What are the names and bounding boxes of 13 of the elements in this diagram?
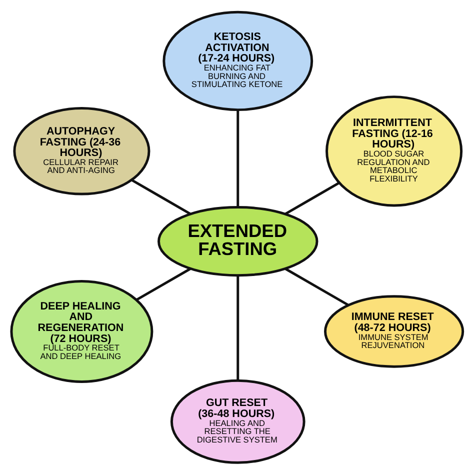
- connector: [284, 267, 349, 306]
- node-ellipse: KETOSIS ACTIVATION (17-24 HOURS) ENHANCING FAT BURNING AND STIMULATING KETONE: [162, 10, 314, 111]
- node-ellipse: EXTENDED FASTING: [158, 206, 318, 276]
- node-ellipse: DEEP HEALING AND REGENERATION (72 HOURS) FULL-BODY RESET AND DEEP HEALING: [10, 279, 154, 382]
- connector: [236, 274, 240, 380]
- node-ellipse: IMMUNE RESET (48-72 HOURS) IMMUNE SYSTEM REJUVENATION: [324, 294, 464, 368]
- node-ellipse: AUTOPHAGY FASTING (24-36 HOURS) CELLULAR REPAIR AND ANTI-AGING: [13, 106, 150, 195]
- connector: [136, 267, 192, 300]
- node-ellipse: GUT RESET (36-48 HOURS) HEALING AND RESETTING THE DIGESTIVE SYSTEM: [170, 378, 306, 464]
- connector: [284, 181, 340, 215]
- connector: [131, 178, 192, 215]
- node-ellipse: INTERMITTENT FASTING (12-16 HOURS) BLOOD SUGAR REGULATION AND METABOLIC FLEXIBILITY: [326, 95, 463, 206]
- connector: [236, 109, 240, 207]
